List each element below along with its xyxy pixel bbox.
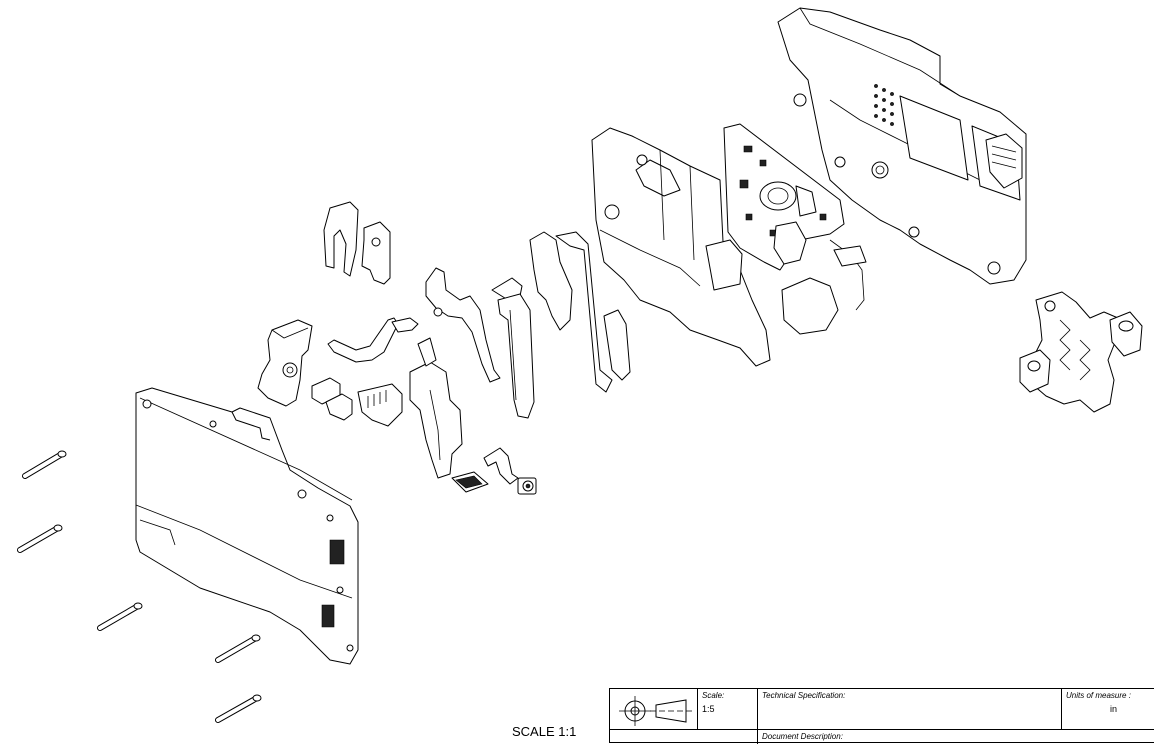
leaf-spring	[484, 448, 518, 484]
pin-5	[218, 635, 260, 660]
contact-bracket	[362, 222, 390, 284]
main-housing	[778, 8, 1026, 284]
base-plate	[136, 388, 358, 664]
scale-caption: SCALE 1:1	[512, 724, 577, 739]
projection-cell	[610, 689, 698, 730]
terminal-block-assembly	[1020, 292, 1142, 412]
units-cell: Units of measure : in	[1062, 689, 1154, 730]
pin-2	[20, 525, 62, 550]
lever-arm	[426, 268, 500, 382]
screw-terminal-small	[518, 478, 536, 494]
scale-value: 1:5	[702, 704, 715, 714]
pin-6	[218, 695, 261, 720]
technical-specification-cell: Technical Specification:	[758, 689, 1062, 730]
inner-frame	[592, 128, 770, 366]
latch-lever	[530, 232, 630, 392]
trip-lever	[258, 320, 312, 406]
scale-cell: Scale: 1:5	[698, 689, 758, 730]
spring-clip-top	[324, 202, 358, 276]
first-angle-projection-icon	[619, 696, 692, 726]
units-label: Units of measure :	[1066, 691, 1131, 700]
actuator-slide	[410, 338, 462, 478]
units-value: in	[1110, 704, 1118, 714]
small-bracket	[326, 394, 352, 420]
document-description-cell: Document Description:	[758, 730, 1154, 744]
pin-4	[100, 603, 142, 628]
technical-specification-label: Technical Specification:	[762, 691, 846, 700]
pad-plate	[452, 472, 488, 492]
scale-label: Scale:	[702, 691, 725, 700]
description-spacer-cell	[610, 730, 758, 744]
pin-1	[25, 451, 66, 476]
terminal-comb	[358, 384, 402, 426]
circuit-board	[724, 124, 866, 334]
wire-link	[328, 318, 418, 362]
title-block: Scale: 1:5 Technical Specification: Unit…	[609, 688, 1154, 744]
vent-holes	[874, 84, 893, 125]
contact-spring	[492, 278, 534, 418]
document-description-label: Document Description:	[762, 732, 843, 741]
